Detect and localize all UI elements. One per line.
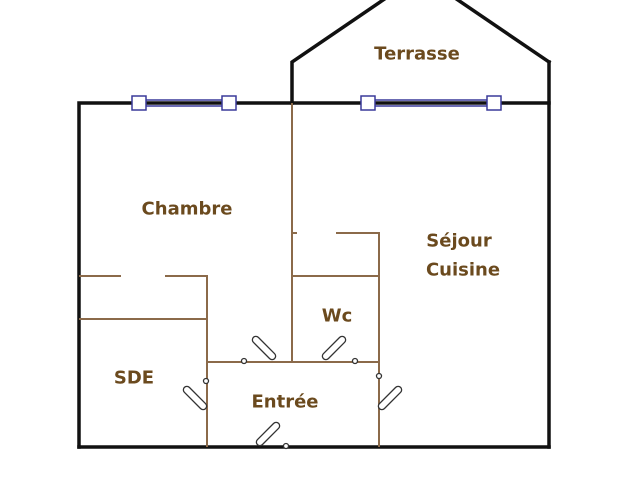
room-label-chambre: Chambre (141, 198, 233, 220)
door-entree (255, 421, 281, 447)
room-label-sde: SDE (113, 367, 155, 389)
window-right (360, 95, 502, 111)
room-label-sejour: Séjour (426, 230, 492, 252)
door-sde (182, 385, 208, 411)
door-sejour (377, 385, 403, 411)
room-label-entree: Entrée (251, 391, 319, 413)
door-wc (321, 335, 347, 361)
room-label-wc: Wc (321, 305, 353, 327)
window-left (131, 95, 237, 111)
room-label-terrasse: Terrasse (374, 43, 460, 65)
outer-walls (77, 0, 552, 449)
doors (182, 335, 403, 450)
inner-walls (79, 103, 380, 447)
room-label-cuisine: Cuisine (425, 259, 501, 281)
door-chambre (251, 335, 277, 361)
